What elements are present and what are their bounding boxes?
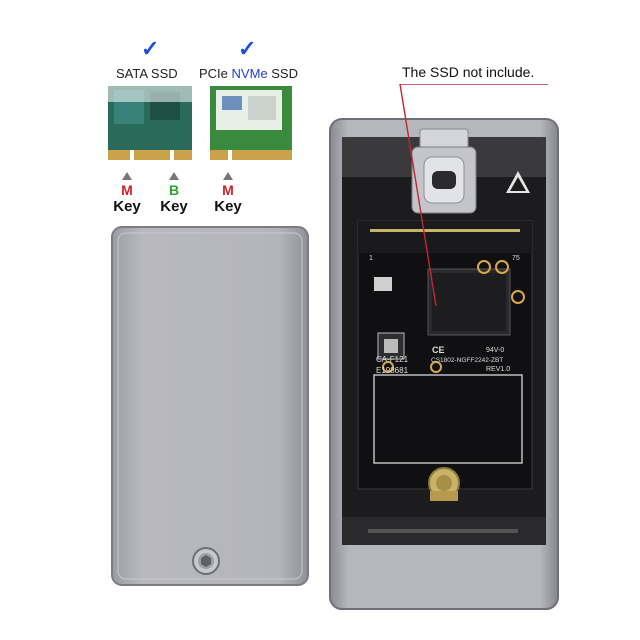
pin-1-label: 1 [369,255,373,262]
ssd-photos [108,86,292,160]
callout-text: The SSD not include. [402,64,535,80]
key-word: Key [113,198,141,215]
ul-label: E198681 [376,366,409,375]
key-letter-m: M [222,182,234,198]
part-label: CA-F121 [376,355,409,364]
sata-check-icon: ✓ [141,36,160,61]
sata-ssd-image [108,86,192,160]
key-letter-b: B [168,182,180,198]
model-label: CS1802-NGFF2242-ZBT [431,357,504,364]
pin-75-label: 75 [512,255,520,262]
sata-ssd-label: SATA SSD [116,66,178,81]
key-word: Key [160,198,188,215]
key-arrow-icon [169,172,179,180]
nvme-suffix: SSD [267,66,298,81]
nvme-ssd-label: PCIe NVMe SSD [199,66,298,81]
lid-screw-icon [192,547,220,575]
rating-label: 94V-0 [486,347,505,354]
enclosure-lid [111,226,309,586]
nvme-ssd-image [210,86,292,160]
key-word: Key [214,198,242,215]
key-letter-m: M [121,182,133,198]
key-arrow-icon [122,172,132,180]
rev-label: REV1.0 [486,366,511,373]
callout-line [399,84,548,307]
key-arrow-icon [223,172,233,180]
usb-c-port-icon [411,128,477,214]
enclosure-body [329,118,559,610]
nvme-highlight: NVMe [231,66,268,81]
nvme-check-icon: ✓ [238,36,257,61]
nvme-prefix: PCIe [199,66,232,81]
mounting-screw-icon [428,467,460,501]
esd-warning-icon [506,171,530,193]
ce-mark: CE [432,345,445,355]
